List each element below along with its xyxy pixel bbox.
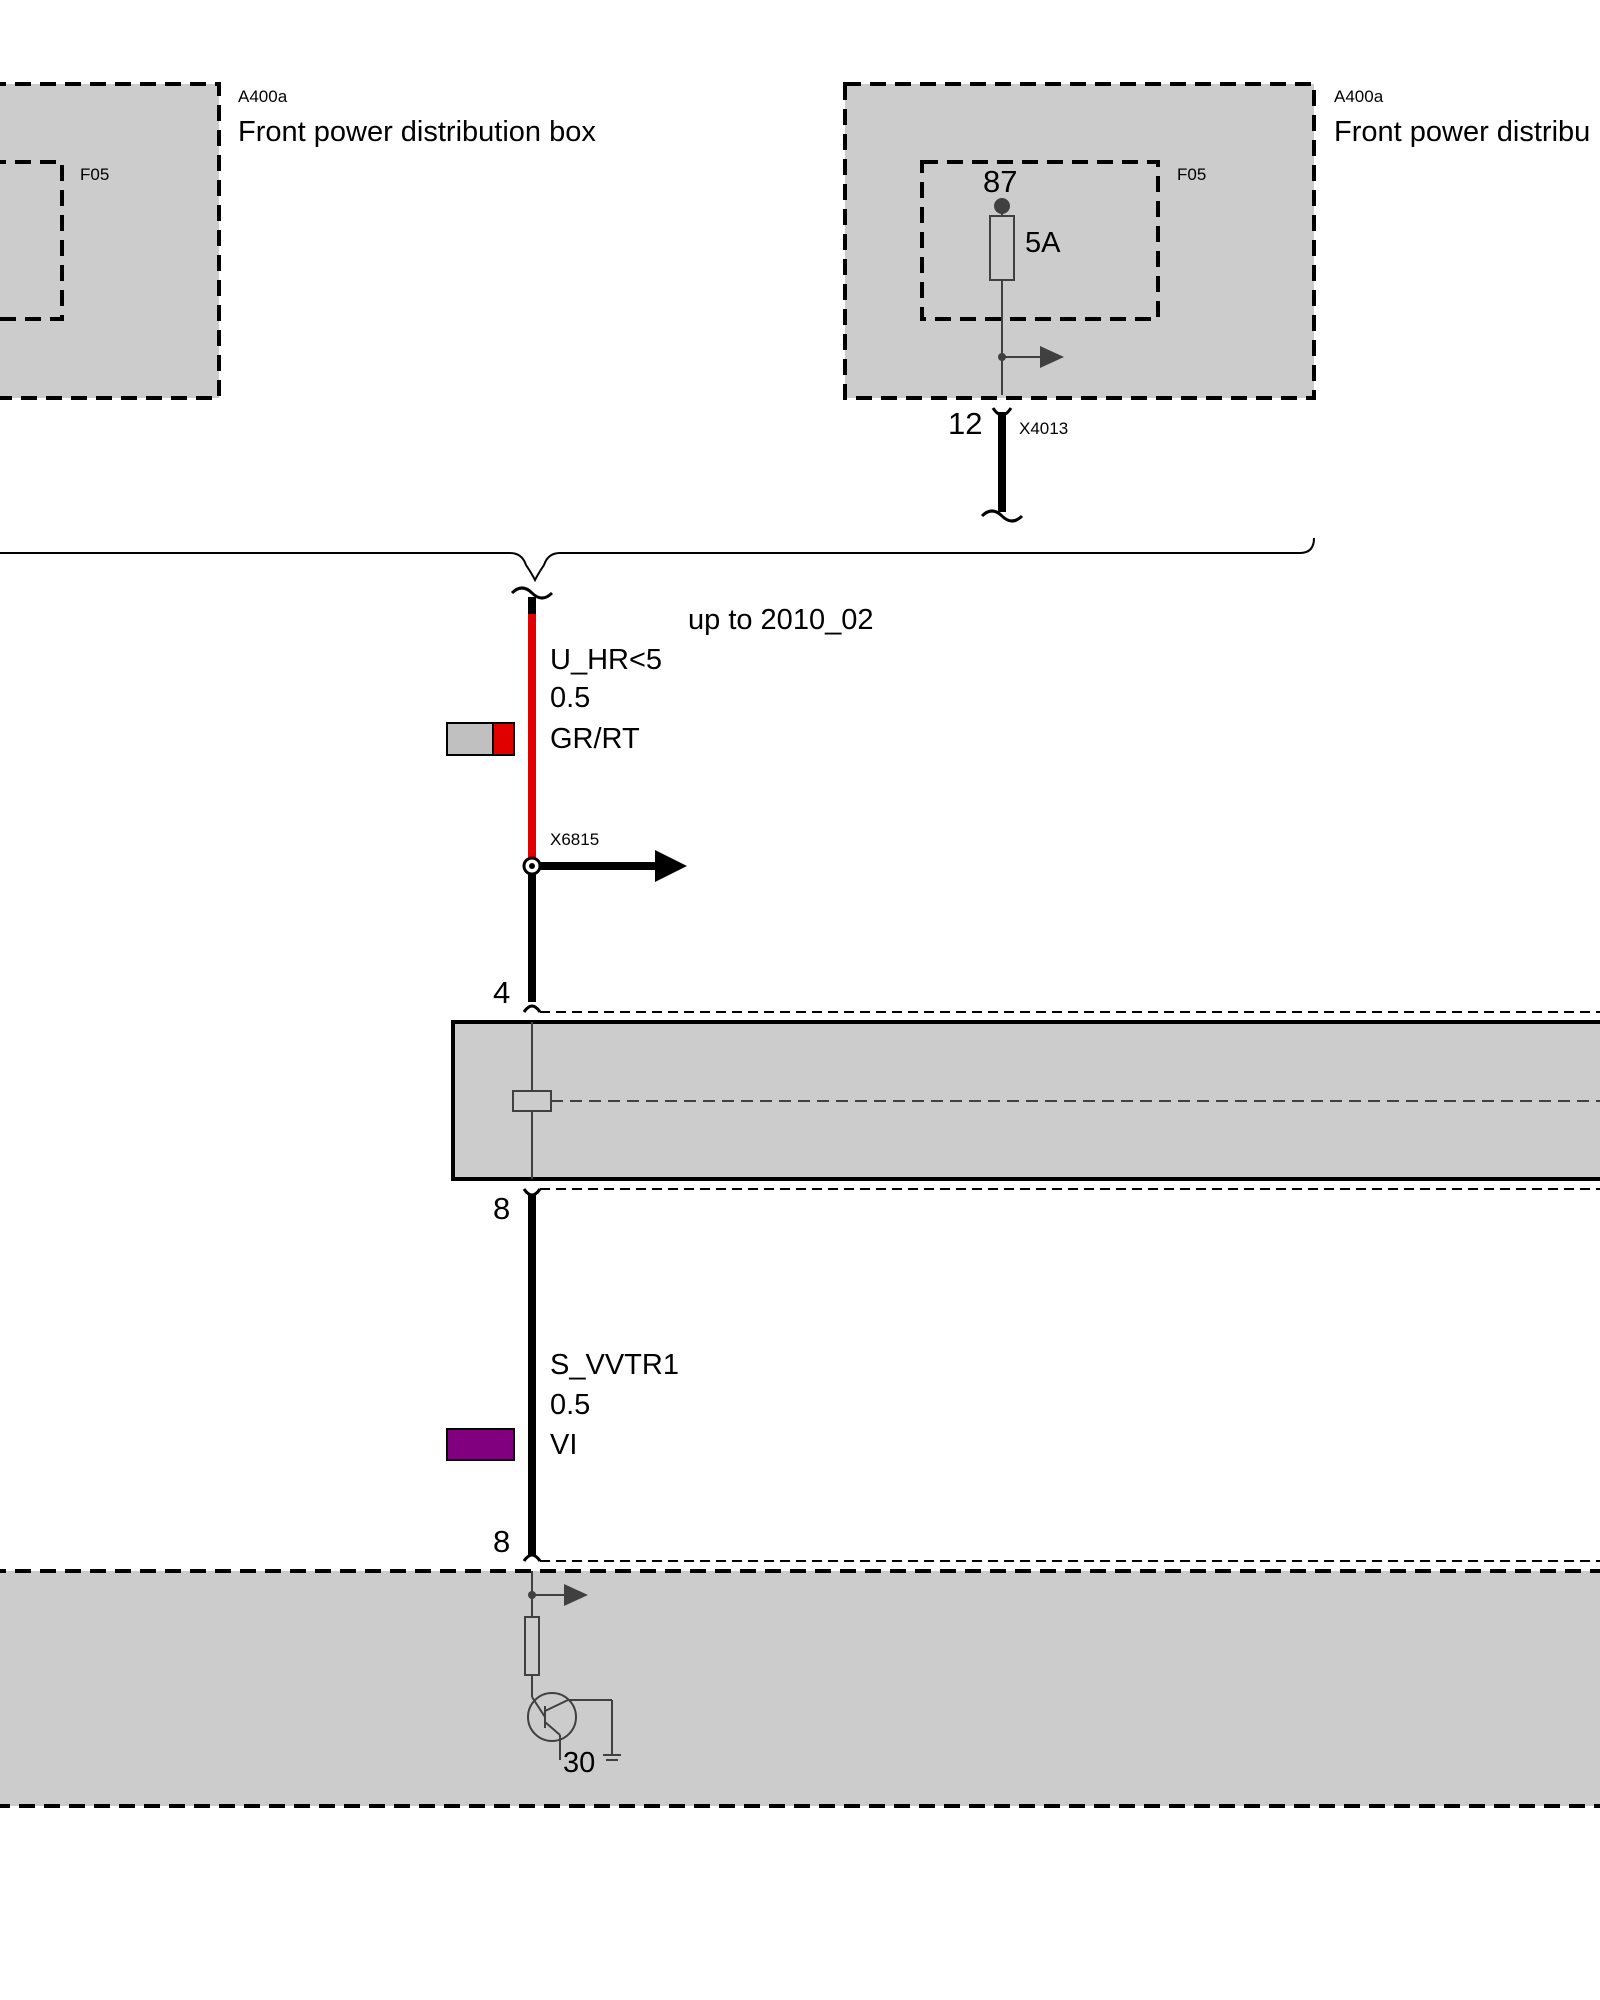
variant-brace <box>0 537 1315 583</box>
fuse-symbol <box>989 215 1015 281</box>
splice-arrow-icon <box>655 850 687 882</box>
right-box-name: Front power distribu <box>1334 116 1590 148</box>
wire-2-color-code: VI <box>550 1429 577 1461</box>
left-box-name: Front power distribution box <box>238 116 596 148</box>
wire-2-signal: S_VVTR1 <box>550 1349 679 1381</box>
left-fuse-block <box>0 160 64 321</box>
right-box-id: A400a <box>1334 87 1384 106</box>
right-fuse-block <box>920 160 1160 321</box>
fuse-rating: 5A <box>1025 227 1061 259</box>
right-fuse-id: F05 <box>1177 165 1206 184</box>
wire-color-swatch-vi <box>446 1428 515 1461</box>
wire-color-swatch-gr-rt <box>446 722 515 756</box>
splice-id: X6815 <box>550 830 599 849</box>
transistor-icon <box>527 1692 577 1760</box>
left-power-distribution-box <box>0 82 221 400</box>
variant-note: up to 2010_02 <box>688 604 873 636</box>
ground-pin-number: 30 <box>563 1747 595 1779</box>
left-box-id: A400a <box>238 87 288 106</box>
branch-arrow-icon <box>1040 346 1064 368</box>
fuse-pin-number: 87 <box>983 164 1017 199</box>
control-unit-pin: 8 <box>493 1524 510 1559</box>
ground-icon <box>603 1754 621 1761</box>
relay-pin-top: 4 <box>493 975 510 1010</box>
wire-1-gauge: 0.5 <box>550 682 590 714</box>
relay-pin-bottom: 8 <box>493 1191 510 1226</box>
wire-break-icon <box>510 586 554 600</box>
control-unit-box <box>0 1569 1600 1808</box>
resistor-icon <box>524 1616 540 1676</box>
relay-coil-icon <box>512 1090 552 1112</box>
connector-id: X4013 <box>1019 419 1068 438</box>
right-power-distribution-box <box>843 82 1316 400</box>
wire-1-signal: U_HR<5 <box>550 644 662 676</box>
wire-break-icon <box>980 509 1024 523</box>
wire-2-gauge: 0.5 <box>550 1389 590 1421</box>
output-arrow-icon <box>564 1584 588 1606</box>
wire-1-color-code: GR/RT <box>550 723 640 755</box>
connector-pin-number: 12 <box>948 406 982 441</box>
left-fuse-id: F05 <box>80 165 109 184</box>
